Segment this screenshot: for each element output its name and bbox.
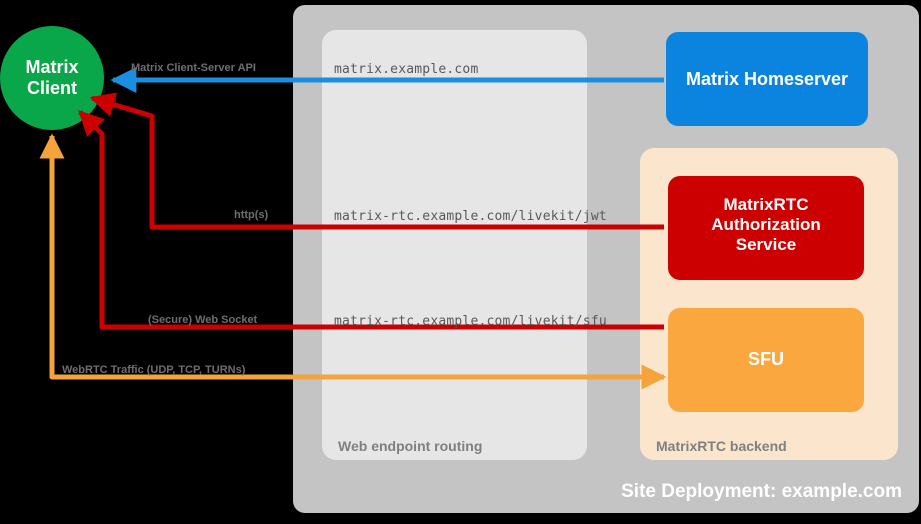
edge-label-webrtc-traffic: WebRTC Traffic (UDP, TCP, TURNs) [62,364,246,376]
matrix-homeserver-node[interactable] [666,32,868,126]
matrixrtc-backend-caption: MatrixRTC backend [656,438,787,454]
endpoint-url-livekit-sfu: matrix-rtc.example.com/livekit/sfu [334,314,607,329]
matrix-client-node[interactable] [0,26,104,130]
endpoint-url-livekit-jwt: matrix-rtc.example.com/livekit/jwt [334,209,607,224]
site-deployment-caption: Site Deployment: example.com [621,481,902,502]
edge-label-client-server-api: Matrix Client-Server API [131,62,256,74]
sfu-node[interactable] [668,308,864,412]
webrtc-traffic-edge [39,133,667,390]
web-endpoint-routing-panel [322,30,587,460]
web-endpoint-routing-caption: Web endpoint routing [338,438,483,454]
matrixrtc-authorization-service-node[interactable] [668,176,864,280]
edge-label-secure-web-socket: (Secure) Web Socket [148,314,258,326]
edge-label-http-s: http(s) [234,209,269,221]
endpoint-url-matrix: matrix.example.com [334,62,479,77]
